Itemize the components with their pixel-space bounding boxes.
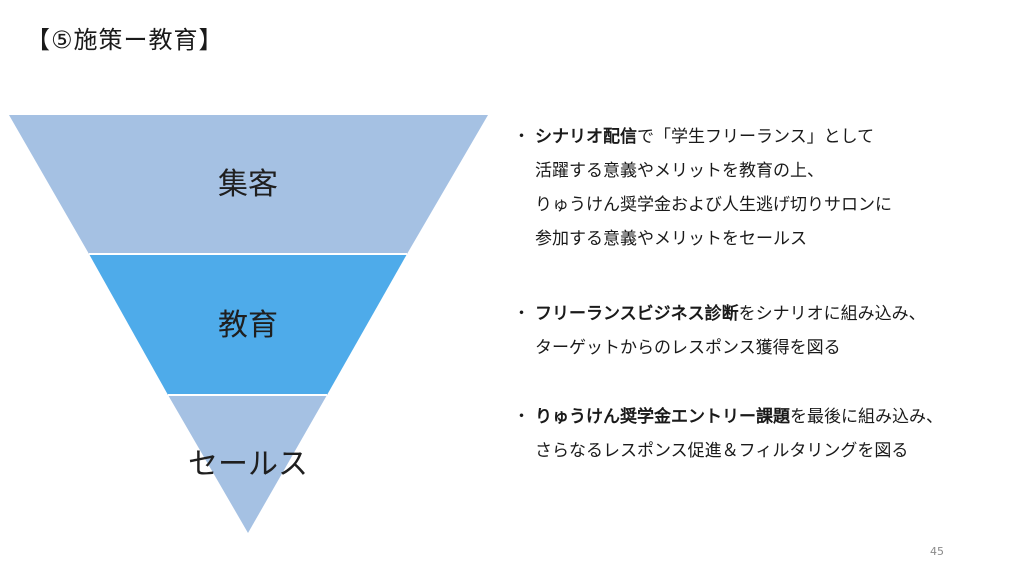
funnel-tier-top xyxy=(9,115,488,254)
funnel-label-sales: セールス xyxy=(188,447,308,482)
bullet-text: で「学生フリーランス」として xyxy=(637,127,875,147)
bullet-keyword: りゅうけん奨学金エントリー課題 xyxy=(535,407,790,427)
bullet-keyword: シナリオ配信 xyxy=(535,127,637,147)
bullet-line: 活躍する意義やメリットを教育の上、 xyxy=(535,161,824,181)
bullet-keyword: フリーランスビジネス診断 xyxy=(535,304,739,324)
bullet-line: 参加する意義やメリットをセールス xyxy=(535,229,807,249)
bullet-line: ターゲットからのレスポンス獲得を図る xyxy=(535,338,841,358)
bullet-line: りゅうけん奨学金および人生逃げ切りサロンに xyxy=(535,195,892,215)
page-number: 45 xyxy=(930,545,944,558)
bullet-marker: ・ xyxy=(513,127,530,147)
bullet-line: さらなるレスポンス促進＆フィルタリングを図る xyxy=(535,441,909,461)
funnel-tier-bottom xyxy=(168,395,327,533)
bullet-item: ・フリーランスビジネス診断をシナリオに組み込み、 ターゲットからのレスポンス獲得… xyxy=(513,297,926,365)
bullet-item: ・シナリオ配信で「学生フリーランス」として 活躍する意義やメリットを教育の上、 … xyxy=(513,120,892,256)
bullet-text: をシナリオに組み込み、 xyxy=(738,304,926,324)
bullet-marker: ・ xyxy=(513,304,530,324)
bullet-item: ・りゅうけん奨学金エントリー課題を最後に組み込み、 さらなるレスポンス促進＆フィ… xyxy=(513,400,943,468)
slide-title: 【⑤施策ー教育】 xyxy=(26,26,224,54)
funnel-tier-middle xyxy=(89,254,407,395)
bullet-marker: ・ xyxy=(513,407,530,427)
funnel-label-education: 教育 xyxy=(218,308,278,343)
bullet-text: を最後に組み込み、 xyxy=(790,407,943,427)
funnel-label-acquisition: 集客 xyxy=(218,167,278,202)
